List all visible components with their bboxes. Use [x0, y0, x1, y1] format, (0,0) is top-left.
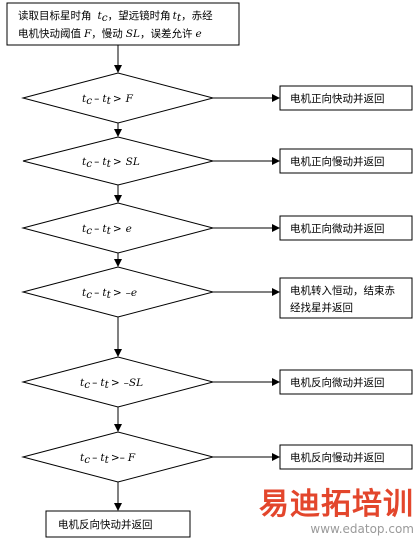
decision-4: tc–tt>–e	[21, 266, 215, 318]
end-box: 电机反向快动并返回	[45, 510, 191, 538]
decision-4-condition: tc–tt>–e	[82, 287, 137, 301]
result-4-text-line-2: 经找星并返回	[290, 301, 353, 314]
result-1-text: 电机正向快动并返回	[290, 92, 385, 105]
result-5-text: 电机反向微动并返回	[290, 376, 385, 389]
decision-5: tc–tt>–SL	[21, 356, 215, 408]
result-box-5: 电机反向微动并返回	[279, 369, 413, 395]
decision-6: tc–tt>–F	[21, 431, 215, 483]
result-2-text: 电机正向慢动并返回	[290, 155, 385, 168]
decision-6-condition: tc–tt>–F	[80, 452, 136, 466]
result-4-text-line-1: 电机转入恒动，结束赤	[290, 284, 395, 297]
decision-2-condition: tc–tt>SL	[82, 156, 140, 170]
result-3-text: 电机正向微动并返回	[290, 222, 385, 235]
decision-1-condition: tc–tt>F	[82, 93, 134, 107]
decision-3-condition: tc–tt>e	[82, 223, 132, 237]
result-6-text: 电机反向慢动并返回	[290, 451, 385, 464]
end-text: 电机反向快动并返回	[58, 518, 153, 531]
watermark-url: www.edatop.com	[310, 522, 414, 536]
decision-2: tc–tt>SL	[22, 136, 214, 186]
decision-5-condition: tc–tt>–SL	[80, 377, 143, 391]
result-box-2: 电机正向慢动并返回	[279, 148, 413, 174]
result-box-1: 电机正向快动并返回	[279, 85, 413, 111]
decision-3: tc–tt>e	[21, 202, 215, 254]
watermark-brand: 易迪拓培训	[259, 487, 414, 522]
result-box-3: 电机正向微动并返回	[279, 215, 413, 241]
decision-1: tc–tt>F	[21, 72, 215, 124]
watermark: 易迪拓培训 www.edatop.com	[259, 487, 414, 537]
result-box-4: 电机转入恒动，结束赤 经找星并返回	[279, 277, 413, 319]
result-box-6: 电机反向慢动并返回	[279, 444, 413, 470]
